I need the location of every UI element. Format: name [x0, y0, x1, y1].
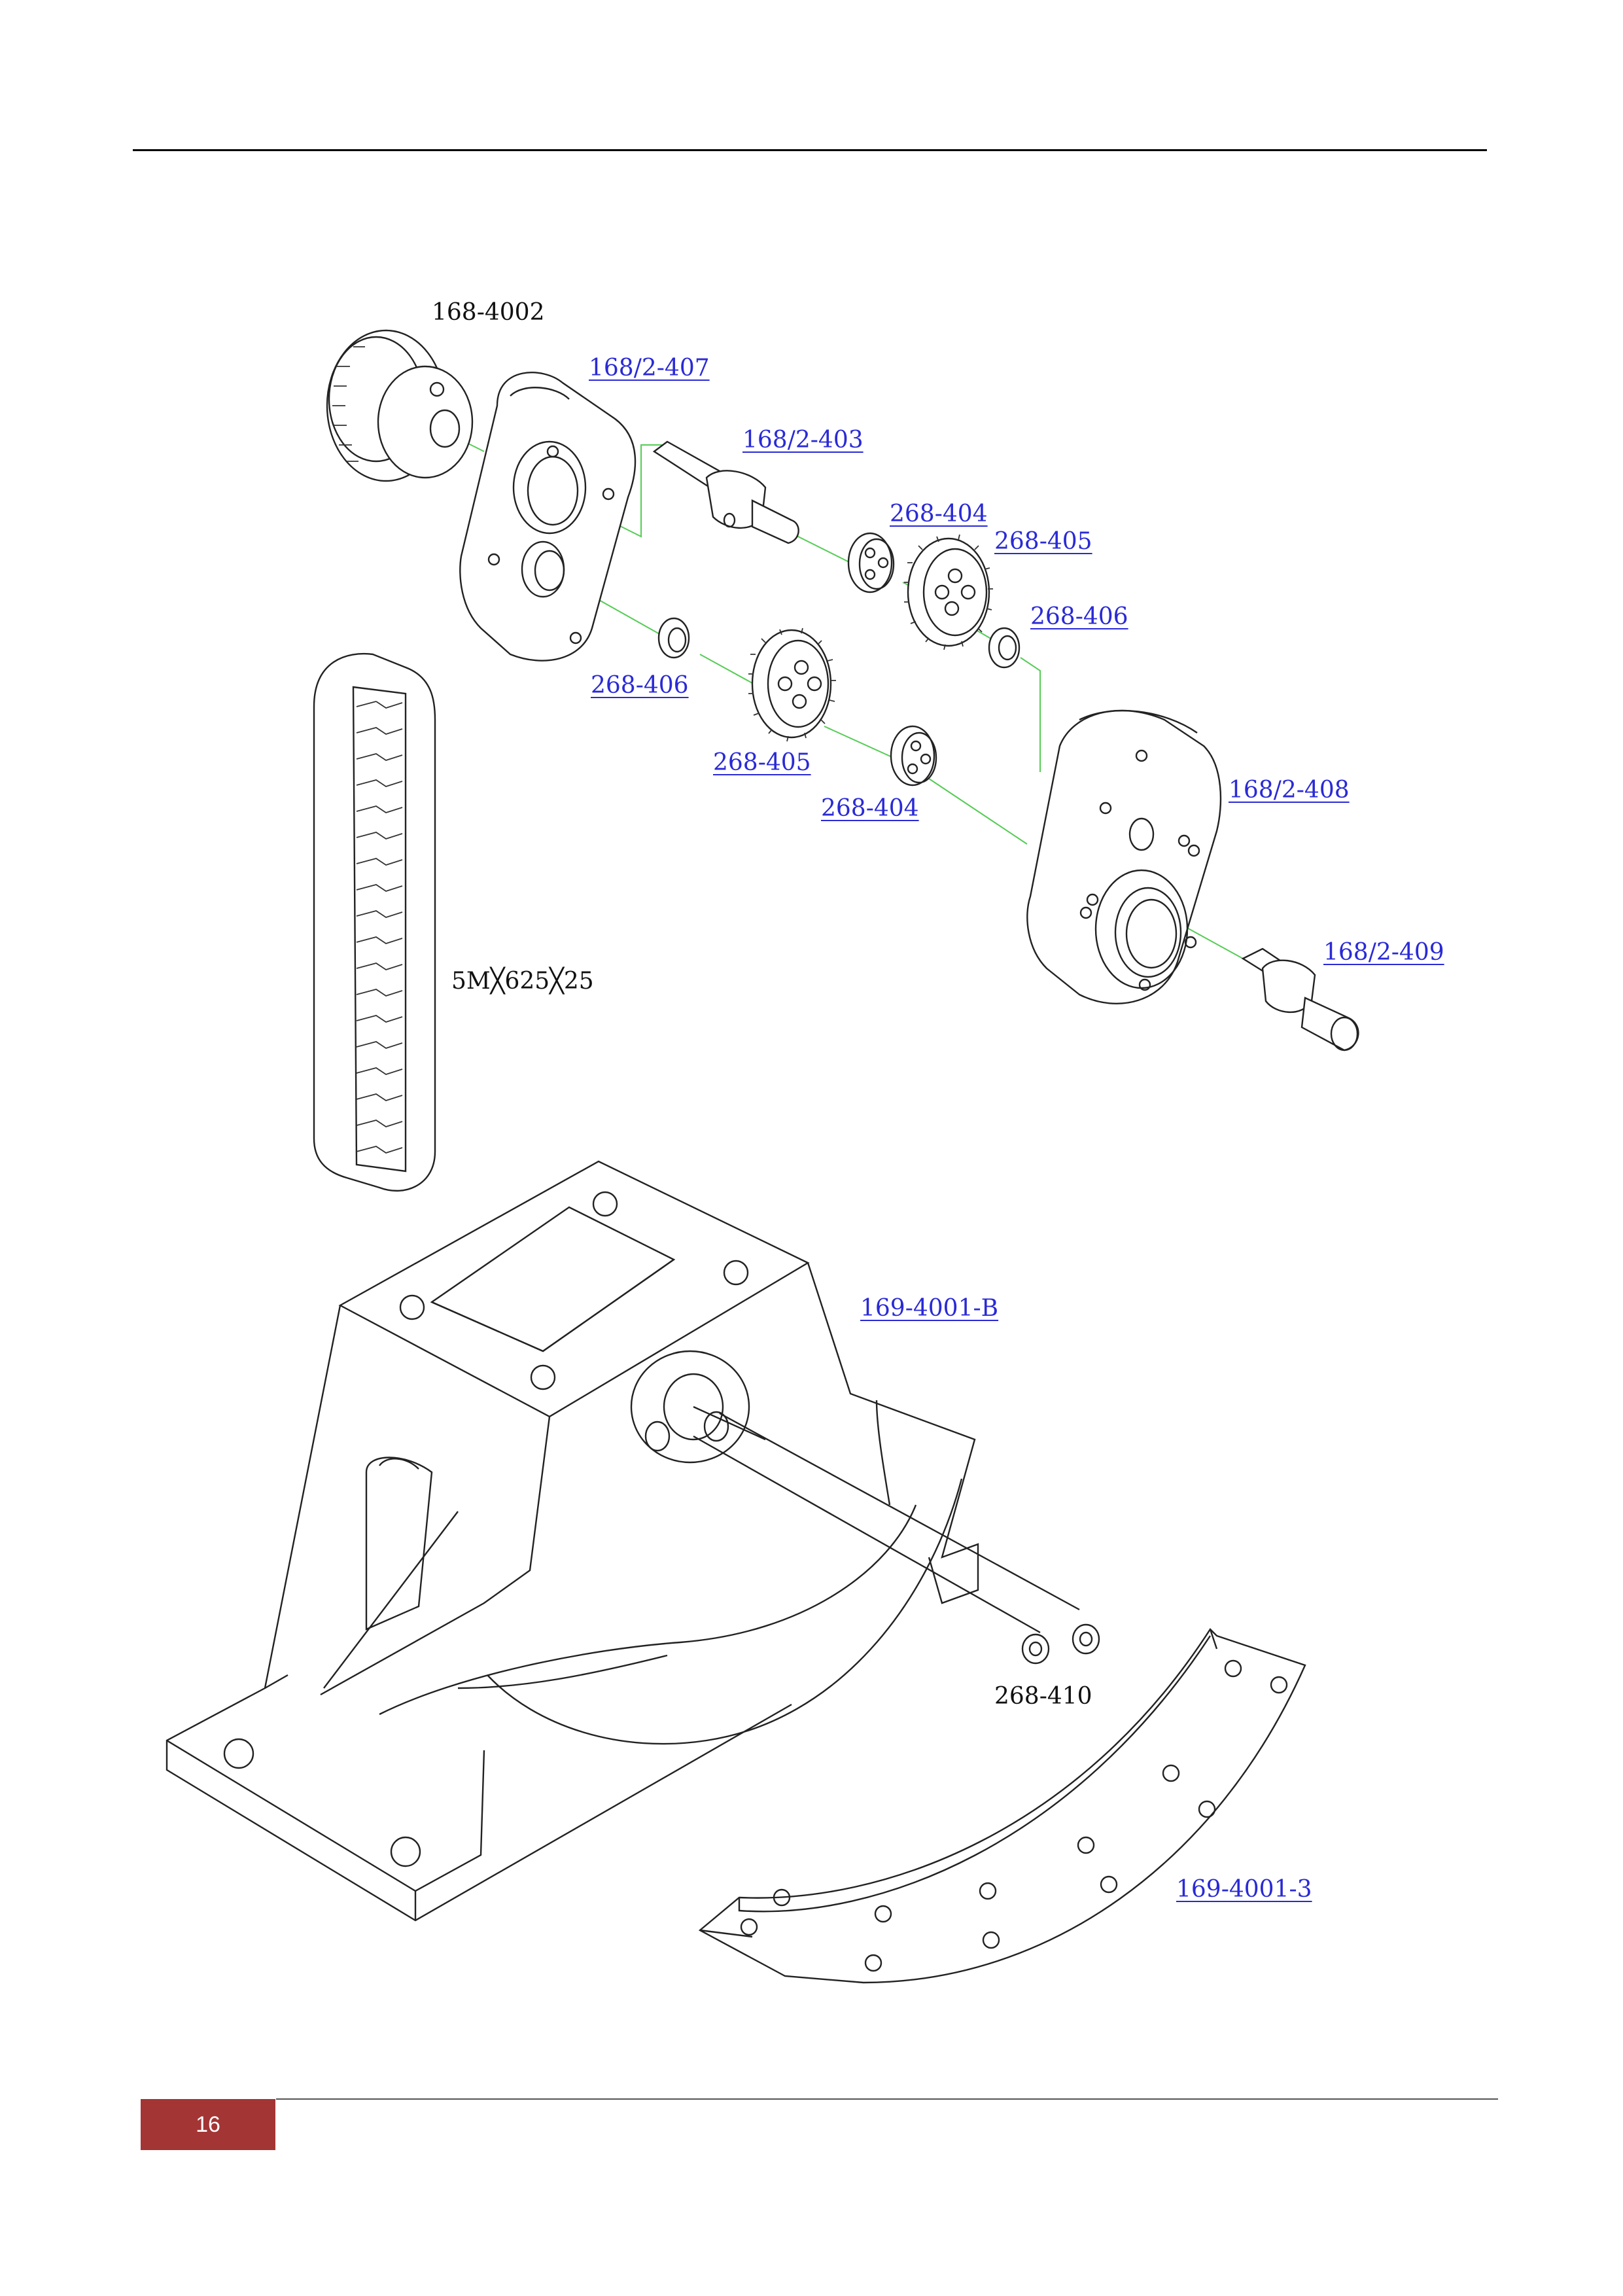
spacer-top	[988, 627, 1021, 669]
link-front-plate[interactable]: 168/2-407	[589, 355, 710, 381]
link-washer-top[interactable]: 268-404	[890, 501, 988, 527]
label-nuts: 268-410	[994, 1683, 1092, 1710]
link-arc-segment[interactable]: 169-4001-3	[1176, 1876, 1312, 1903]
link-washer-lower[interactable]: 268-404	[821, 795, 919, 822]
label-pulley: 168-4002	[432, 299, 545, 326]
link-gear-lower[interactable]: 268-405	[713, 749, 811, 776]
page-number-badge: 16	[141, 2099, 275, 2150]
link-spacer-left[interactable]: 268-406	[591, 672, 689, 699]
link-base[interactable]: 169-4001-B	[860, 1295, 999, 1322]
nuts	[1021, 1623, 1100, 1665]
link-gear-top[interactable]: 268-405	[994, 528, 1092, 555]
footer-rule	[276, 2098, 1498, 2100]
output-shaft	[1241, 947, 1359, 1051]
rear-plate	[1026, 709, 1222, 1004]
washer-top	[847, 532, 895, 593]
front-plate	[459, 372, 637, 662]
timing-pulley	[326, 329, 474, 482]
washer-lower	[890, 725, 937, 786]
link-output-shaft[interactable]: 168/2-409	[1323, 939, 1444, 966]
base-housing	[166, 1160, 1080, 1922]
gear-top	[904, 534, 993, 650]
label-belt: 5M╳625╳25	[451, 968, 594, 995]
timing-belt	[313, 653, 436, 1192]
page-number: 16	[196, 2111, 220, 2137]
link-input-shaft[interactable]: 168/2-403	[742, 427, 864, 453]
input-shaft	[652, 440, 799, 544]
link-spacer-top[interactable]: 268-406	[1030, 603, 1128, 630]
link-rear-plate[interactable]: 168/2-408	[1229, 777, 1350, 804]
spacer-left	[657, 617, 690, 659]
arc-segment	[698, 1628, 1306, 1984]
header-rule	[133, 149, 1487, 151]
gear-lower	[748, 627, 836, 742]
